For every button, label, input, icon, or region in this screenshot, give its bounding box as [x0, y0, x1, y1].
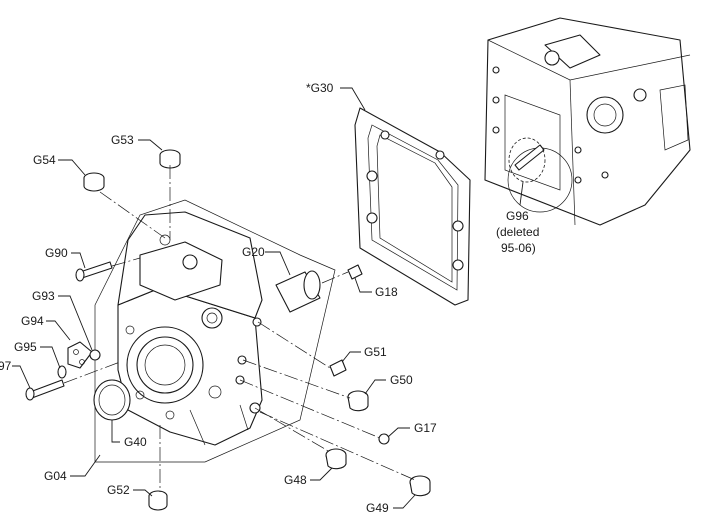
callout-g53: G53	[111, 133, 134, 147]
callout-g49: G49	[366, 501, 389, 515]
callout-g51: G51	[364, 345, 387, 359]
plug-g54	[83, 172, 105, 192]
housing-boundary-outline	[94, 199, 336, 463]
assembly-centerlines	[63, 165, 416, 492]
fitting-g18	[347, 264, 363, 280]
callout-labels: *G30 G53 G54 G90 G20 G18 G93 G94 G95 97 …	[0, 81, 539, 515]
leader-lines	[12, 87, 524, 509]
callout-g94: G94	[21, 314, 44, 328]
plate-g94	[67, 341, 93, 369]
callout-g20: G20	[242, 245, 265, 259]
callout-g40: G40	[124, 435, 147, 449]
callout-g95: G95	[14, 340, 37, 354]
plug-g48	[325, 448, 347, 470]
fitting-g17	[378, 433, 390, 445]
main-housing	[117, 211, 263, 446]
seal-g40	[93, 379, 131, 421]
plug-g49	[409, 475, 431, 497]
callout-g18: G18	[375, 285, 398, 299]
callout-g52: G52	[107, 483, 130, 497]
sleeve-g20	[275, 270, 321, 313]
plug-g50	[347, 390, 369, 412]
callout-g90: G90	[45, 246, 68, 260]
screw-g90	[75, 261, 113, 282]
callout-g97: 97	[0, 359, 12, 373]
callout-g54: G54	[33, 153, 56, 167]
callout-g96-line3: 95-06)	[501, 241, 536, 255]
callout-g48: G48	[284, 473, 307, 487]
nut-g93	[89, 349, 101, 361]
callout-g96-line1: G96	[506, 209, 529, 223]
washer-g95	[57, 365, 67, 379]
callout-g93: G93	[32, 289, 55, 303]
plug-g53	[159, 149, 181, 169]
plug-g52	[148, 490, 168, 511]
callout-g50: G50	[390, 373, 413, 387]
rear-housing-view	[484, 17, 691, 226]
callout-g17: G17	[414, 421, 437, 435]
gasket-g30	[354, 107, 471, 306]
callout-g96-line2: (deleted	[496, 225, 539, 239]
plug-g51	[329, 359, 347, 377]
callout-g04: G04	[44, 469, 67, 483]
callout-g30: *G30	[306, 81, 334, 95]
bolt-g97	[25, 379, 65, 401]
